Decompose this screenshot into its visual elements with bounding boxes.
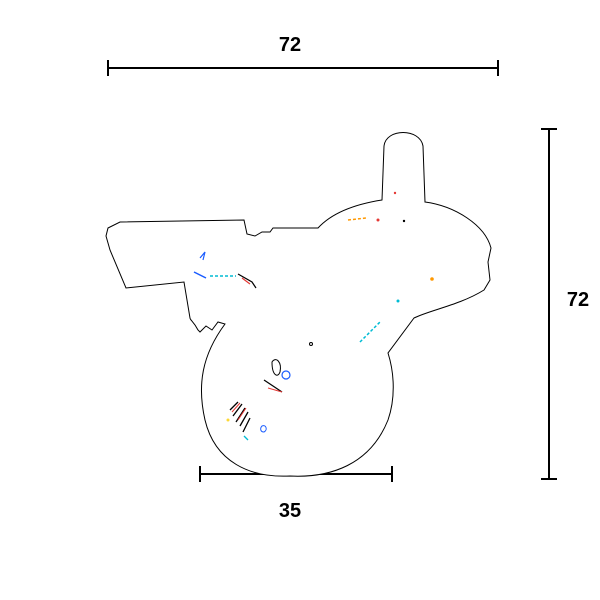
speck: [243, 435, 249, 441]
speck: [231, 402, 247, 421]
speck: [402, 219, 406, 223]
top-dimension: 72: [107, 34, 499, 76]
speck: [260, 425, 267, 433]
speck: [263, 379, 283, 393]
speck: [376, 218, 380, 222]
right-dimension: 72: [541, 128, 589, 480]
speck: [226, 418, 230, 422]
speck: [309, 342, 313, 346]
top-dimension-label: 72: [279, 34, 301, 56]
speck: [347, 217, 367, 221]
right-dimension-label: 72: [567, 289, 589, 311]
speck: [229, 401, 251, 433]
speck: [271, 359, 281, 376]
speck: [193, 271, 207, 279]
speck: [396, 299, 400, 303]
shape-specks: [193, 191, 434, 441]
speck: [199, 251, 206, 261]
speck: [237, 273, 257, 289]
speck: [281, 370, 291, 380]
speck: [267, 387, 283, 393]
irregular-shape-outline: [105, 132, 492, 477]
speck: [430, 277, 434, 281]
speck: [241, 277, 251, 285]
bottom-dimension-label: 35: [279, 500, 301, 522]
speck: [393, 191, 397, 195]
